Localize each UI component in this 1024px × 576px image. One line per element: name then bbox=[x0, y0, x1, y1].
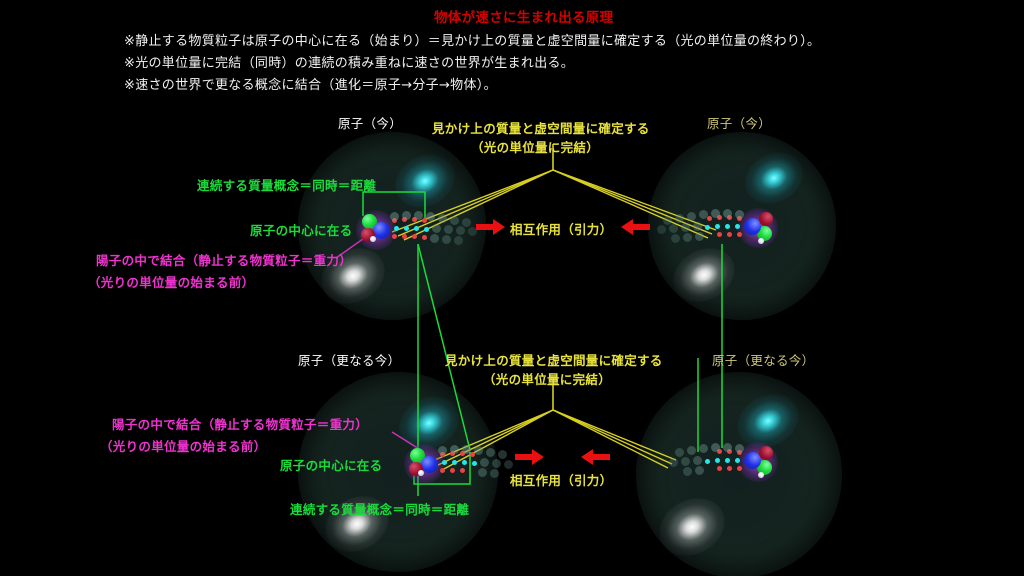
yellow-connectors-lower bbox=[429, 384, 677, 471]
white-particle bbox=[418, 470, 424, 476]
header-line-3: ※速さの世界で更なる概念に結合（進化＝原子→分子→物体）。 bbox=[124, 78, 497, 93]
particle-cluster-upper-right bbox=[648, 204, 778, 248]
atom-sphere-lower-right bbox=[636, 372, 842, 576]
header-line-1: ※静止する物質粒子は原子の中心に在る（始まり）＝見かけ上の質量と虚空間量に確定す… bbox=[124, 34, 821, 49]
arrow-left-icon-upper bbox=[621, 219, 650, 235]
arrow-right-icon-lower bbox=[515, 449, 544, 465]
yellow-connectors-upper bbox=[391, 144, 717, 241]
label-proton-lower-line1: 陽子の中で結合（静止する物質粒子＝重力） bbox=[112, 417, 369, 432]
label-apex-lower-line2: （光の単位量に完結） bbox=[483, 372, 612, 387]
label-proton-upper-line1: 陽子の中で結合（静止する物質粒子＝重力） bbox=[96, 253, 353, 268]
label-apex-upper-line1: 見かけ上の質量と虚空間量に確定する bbox=[432, 121, 650, 136]
label-apex-lower-line1: 見かけ上の質量と虚空間量に確定する bbox=[445, 353, 663, 368]
red-particle bbox=[759, 446, 773, 460]
label-atom-center-lower: 原子の中心に在る bbox=[280, 458, 383, 473]
arrow-left-icon-lower bbox=[581, 449, 610, 465]
page-title: 物体が速さに生まれ出る原理 bbox=[434, 10, 614, 26]
blue-particle bbox=[373, 222, 390, 239]
label-atom-lower-left: 原子（更なる今） bbox=[298, 353, 401, 368]
label-proton-upper-line2: （光りの単位量の始まる前） bbox=[88, 275, 255, 290]
header-line-2: ※光の単位量に完結（同時）の連続の積み重ねに速さの世界が生まれ出る。 bbox=[124, 56, 575, 71]
label-atom-upper-right: 原子（今） bbox=[707, 116, 772, 131]
label-apex-upper-line2: （光の単位量に完結） bbox=[471, 140, 600, 155]
label-atom-center-upper: 原子の中心に在る bbox=[250, 223, 353, 238]
label-atom-lower-right: 原子（更なる今） bbox=[712, 353, 815, 368]
label-interaction-upper: 相互作用（引力） bbox=[510, 222, 613, 237]
blue-particle bbox=[421, 456, 438, 473]
label-mass-concept-lower: 連続する質量概念＝同時＝距離 bbox=[290, 502, 470, 517]
arrow-right-icon-upper bbox=[476, 219, 505, 235]
label-atom-upper-left: 原子（今） bbox=[338, 116, 403, 131]
particle-cluster-upper-left bbox=[356, 206, 486, 250]
label-interaction-lower: 相互作用（引力） bbox=[510, 473, 613, 488]
red-particle bbox=[759, 212, 773, 226]
atom-sphere-lower-left bbox=[298, 372, 498, 572]
white-particle bbox=[370, 236, 376, 242]
particle-cluster-lower-left bbox=[404, 440, 534, 484]
white-particle bbox=[758, 472, 764, 478]
green-bracket-upper bbox=[362, 191, 426, 220]
white-particle bbox=[758, 238, 764, 244]
particle-cluster-lower-right bbox=[648, 438, 778, 482]
label-proton-lower-line2: （光りの単位量の始まる前） bbox=[100, 439, 267, 454]
label-mass-concept-upper: 連続する質量概念＝同時＝距離 bbox=[197, 178, 377, 193]
